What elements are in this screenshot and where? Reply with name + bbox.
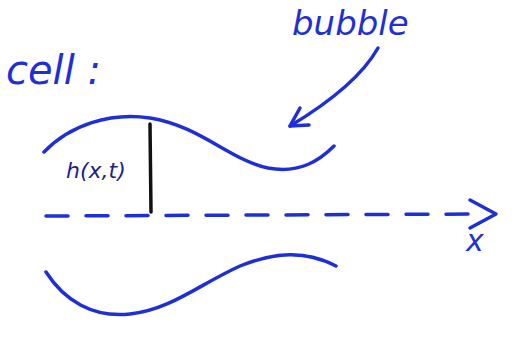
- pointer-head: [290, 108, 309, 126]
- x-axis: [46, 214, 480, 216]
- height-bar: [150, 124, 151, 212]
- cell-label: cell :: [6, 50, 101, 90]
- lower-wall: [46, 255, 336, 315]
- axis-label: x: [466, 226, 484, 256]
- axis-arrowhead: [470, 200, 496, 228]
- bubble-label: bubble: [292, 6, 409, 40]
- pointer-arrow: [290, 48, 378, 126]
- height-label: h(x,t): [66, 160, 126, 182]
